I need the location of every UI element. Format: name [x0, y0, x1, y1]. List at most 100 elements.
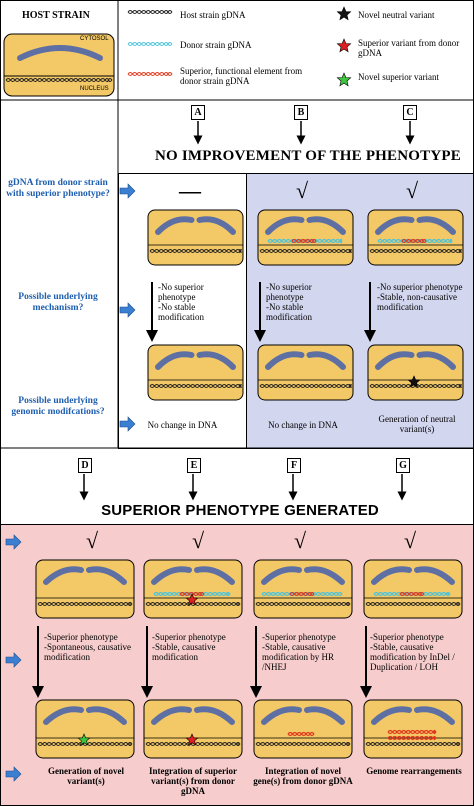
result-e: Integration of superior variant(s) from …	[149, 766, 237, 796]
mark-a: —	[179, 178, 201, 203]
cell-insert-dna-1	[291, 238, 317, 244]
legend-nucleus-label: NUCLEUS	[80, 86, 109, 92]
cell-insert-dna-1	[401, 238, 427, 244]
result-a: No change in DNA	[147, 420, 218, 430]
cell-host-dna	[365, 742, 461, 746]
title-superior: SUPERIOR PHENOTYPE GENERATED	[101, 502, 379, 519]
cell-insert-dna-1	[387, 735, 437, 741]
cell-b-after	[257, 344, 354, 401]
mechanism-a: -No superior phenotype -No stable modifi…	[158, 282, 204, 322]
cell-insert-dna-0	[153, 591, 231, 597]
legend-host-dna-icon	[127, 10, 173, 14]
mark-e: √	[191, 528, 205, 553]
cell-f-before	[253, 559, 353, 619]
cell-d-after-star	[77, 733, 91, 746]
legend-superior-element: Superior, functional element from donor …	[180, 66, 303, 86]
cell-host-dna	[255, 602, 351, 606]
mechanism-f: -Superior phenotype -Stable, causative m…	[262, 632, 336, 672]
cell-insert-dna-0	[287, 731, 315, 737]
cell-insert-dna-0	[377, 238, 453, 244]
legend-host-cell-dna	[5, 78, 113, 82]
legend-novel-star-icon	[336, 72, 352, 87]
cell-host-dna	[37, 602, 133, 606]
mark-d: √	[85, 528, 99, 553]
blue-arrow-q1	[119, 183, 136, 199]
cell-c-after	[367, 344, 464, 401]
dna-strands	[5, 10, 173, 82]
cell-host-dna	[259, 384, 352, 388]
mark-f: √	[293, 528, 307, 553]
question-mechanism: Possible underlying mechanism?	[18, 292, 98, 313]
cell-host-dna	[149, 249, 242, 253]
mark-c: √	[405, 178, 419, 203]
blue-arrow-d3	[5, 766, 22, 782]
stars	[77, 6, 421, 746]
mark-g: √	[403, 528, 417, 553]
result-f: Integration of novel gene(s) from donor …	[253, 766, 353, 786]
cell-host-dna	[369, 384, 462, 388]
blue-arrow-d2	[5, 652, 22, 668]
blue-arrow-d1	[5, 534, 22, 550]
cell-f-after	[253, 699, 353, 759]
legend-superior-dna-icon	[127, 72, 173, 76]
cell-b-before	[257, 209, 354, 266]
legend-host-strain-title: HOST STRAIN	[22, 10, 90, 21]
letter-d: D	[78, 458, 92, 473]
legend-donor-dna-icon	[127, 42, 173, 46]
cell-insert-dna-0	[373, 591, 451, 597]
cell-insert-dna-1	[289, 591, 315, 597]
legend-novel-superior: Novel superior variant	[358, 72, 439, 82]
cell-host-dna	[259, 249, 352, 253]
mechanism-g: -Superior phenotype -Stable, causative m…	[370, 632, 455, 672]
mechanism-b: -No superior phenotype -No stable modifi…	[266, 282, 312, 322]
cell-a-after	[147, 344, 244, 401]
legend-host-gdna: Host strain gDNA	[180, 10, 246, 20]
cell-e-after	[143, 699, 243, 759]
arrows	[5, 121, 415, 782]
letter-a: A	[191, 105, 205, 120]
result-d: Generation of novel variant(s)	[48, 766, 124, 786]
legend-superior-variant: Superior variant from donor gDNA	[358, 38, 460, 58]
letter-c: C	[403, 105, 417, 120]
mark-b: √	[295, 178, 309, 203]
cell-e-before-star	[185, 593, 199, 606]
cell-insert-dna-0	[267, 238, 343, 244]
letter-e: E	[187, 458, 201, 473]
legend-cytosol-label: CYTOSOL	[80, 36, 109, 42]
cell-e-before	[143, 559, 243, 619]
cell-c-before	[367, 209, 464, 266]
legend-novel-neutral: Novel neutral variant	[358, 10, 435, 20]
cell-host-dna	[369, 249, 462, 253]
title-no-improvement: NO IMPROVEMENT OF THE PHENOTYPE	[155, 148, 461, 164]
question-genomic: Possible underlying genomic modifcations…	[11, 396, 105, 417]
cell-g-before	[363, 559, 463, 619]
cell-host-dna	[255, 742, 351, 746]
cell-insert-dna-0	[261, 591, 343, 597]
letter-g: G	[396, 458, 410, 473]
cell-c-after-star	[407, 375, 421, 388]
question-gdna-donor: gDNA from donor strain with superior phe…	[6, 178, 110, 199]
mechanism-d: -Superior phenotype -Spontaneous, causat…	[44, 632, 131, 662]
cell-insert-dna-0	[387, 729, 437, 735]
result-c: Generation of neutral variant(s)	[378, 414, 456, 434]
legend-donor-gdna: Donor strain gDNA	[180, 40, 252, 50]
legend-superior-star-icon	[336, 38, 352, 53]
mechanism-c: -No superior phenotype -Stable, non-caus…	[377, 282, 463, 312]
legend-neutral-star-icon	[336, 6, 352, 21]
blue-arrow-q2	[119, 302, 136, 318]
result-b: No change in DNA	[268, 420, 338, 430]
cell-d-before	[35, 559, 135, 619]
mechanism-e: -Superior phenotype -Stable, causative m…	[152, 632, 226, 662]
result-g: Genome rearrangements	[366, 766, 462, 776]
letter-b: B	[294, 105, 308, 120]
blue-arrow-q3	[119, 416, 136, 432]
cell-g-after	[363, 699, 463, 759]
letter-f: F	[287, 458, 301, 473]
cell-e-after-star	[185, 733, 199, 746]
cell-insert-dna-1	[399, 591, 425, 597]
cell-a-before	[147, 209, 244, 266]
cell-insert-dna-1	[179, 591, 205, 597]
cell-host-dna	[365, 602, 461, 606]
